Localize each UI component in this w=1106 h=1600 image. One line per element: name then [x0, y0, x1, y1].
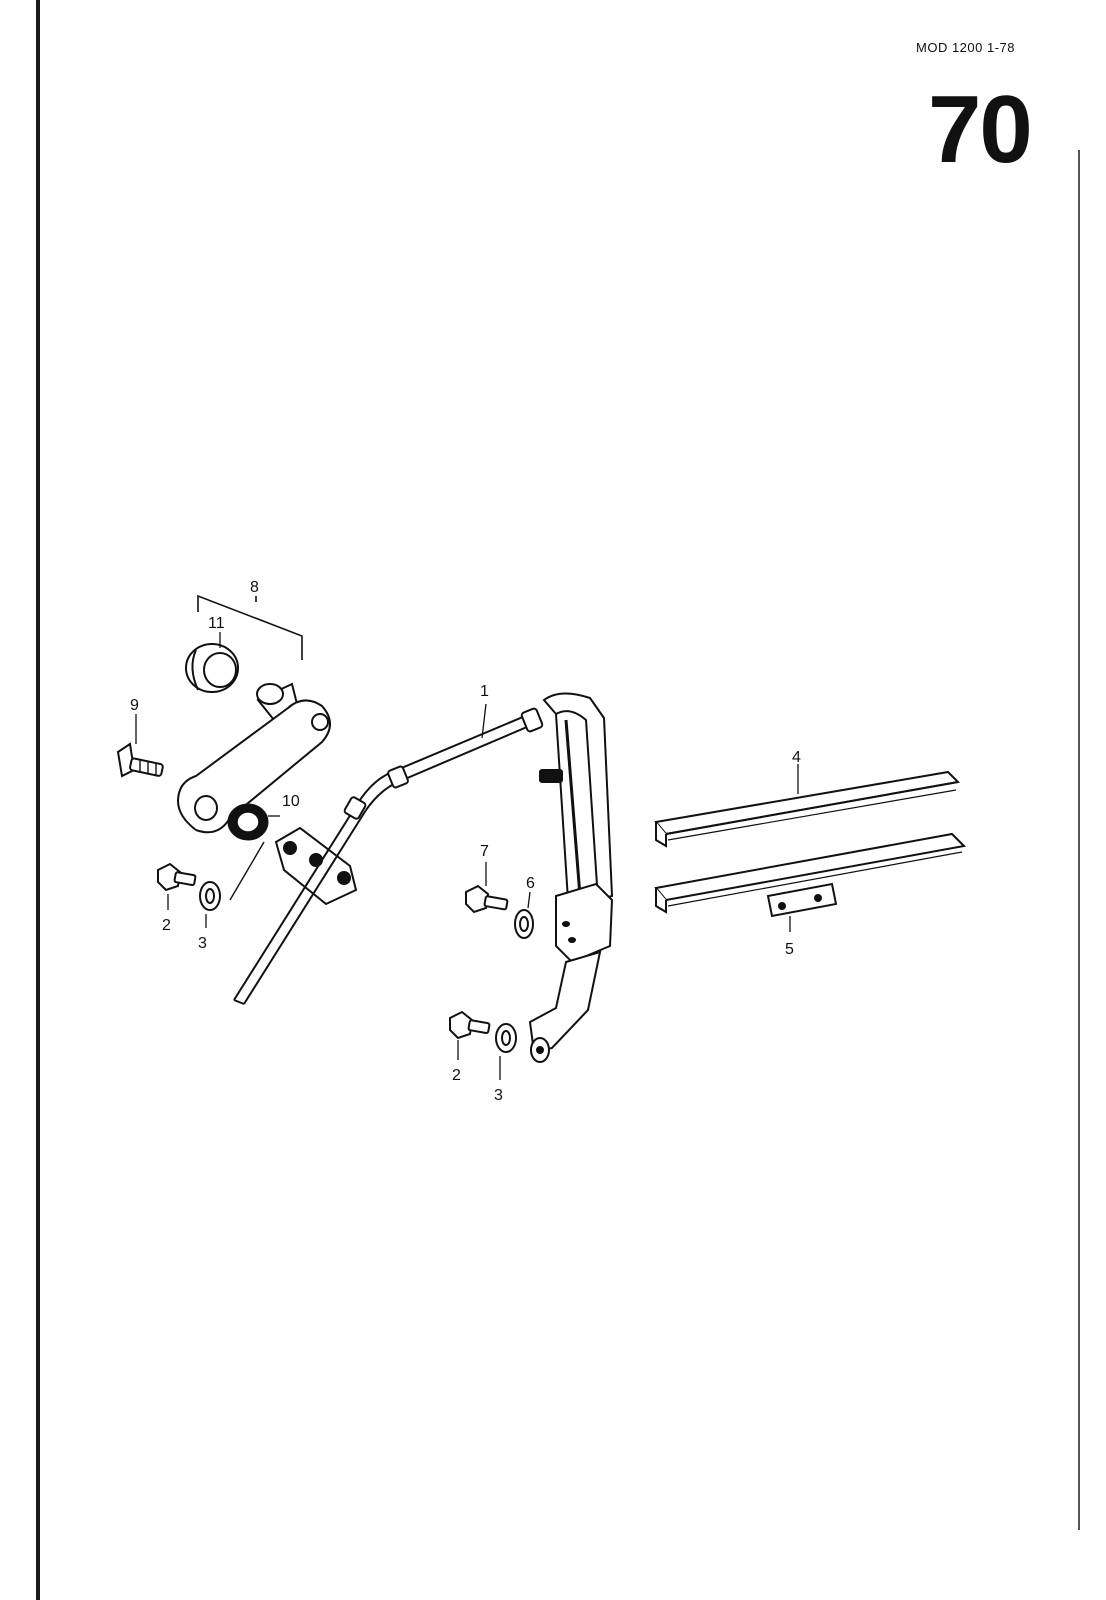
callout-6: 6: [526, 875, 535, 892]
group-bracket-8: [197, 594, 303, 660]
callout-2: 2: [162, 917, 171, 934]
part-7-bolt: [465, 884, 509, 914]
part-2-bolt-upper: [157, 862, 197, 892]
left-border-rule: [36, 0, 40, 1600]
callout-11: 11: [208, 615, 225, 632]
callout-4: 4: [792, 749, 801, 766]
part-1-regulator-rod: [233, 707, 544, 1005]
part-2-bolt-lower: [449, 1010, 491, 1040]
part-10-washer: [227, 803, 269, 841]
callout-2-lower: 2: [452, 1067, 461, 1084]
part-5-run-channel: [654, 832, 967, 918]
callout-3: 3: [198, 935, 207, 952]
callout-1: 1: [480, 683, 489, 700]
part-6-washer: [514, 909, 534, 939]
part-4-run-channel: [654, 770, 961, 848]
part-3-washer-upper: [199, 881, 221, 911]
part-11-knob-cap: [185, 643, 239, 693]
callout-leaders: [135, 632, 799, 1080]
part-8-crank-handle: [177, 682, 331, 834]
guide-channel: [528, 692, 614, 1063]
right-border-rule: [1078, 150, 1080, 1530]
part-3-washer-lower: [495, 1023, 517, 1053]
cable-clamp: [274, 826, 358, 906]
part-9-screw: [116, 742, 164, 778]
callout-8: 8: [250, 579, 259, 596]
page-number: 70: [928, 76, 1033, 183]
leader-10-mount: [229, 841, 265, 901]
model-date-label: MOD 1200 1-78: [916, 40, 1015, 55]
callout-5: 5: [785, 941, 794, 958]
callout-10: 10: [282, 793, 300, 810]
callout-7: 7: [480, 843, 489, 860]
callout-9: 9: [130, 697, 139, 714]
callout-3-lower: 3: [494, 1087, 503, 1104]
